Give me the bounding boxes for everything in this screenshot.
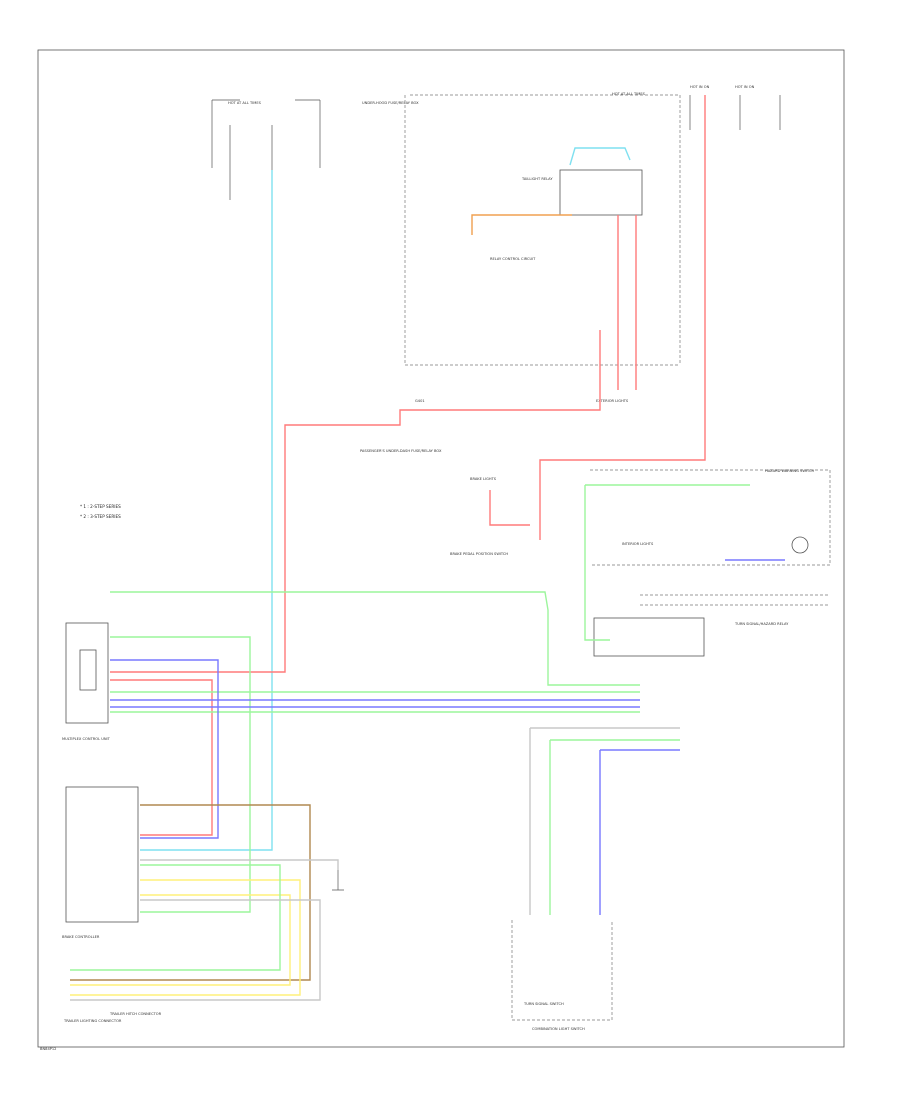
trailer-ctrl-label: TRAILER HITCH CONNECTOR bbox=[109, 1012, 162, 1016]
wire-yellow-21 bbox=[70, 894, 291, 986]
wire-green-10 bbox=[584, 484, 750, 641]
hazard-switch-outline bbox=[590, 469, 831, 566]
wire-blue-16 bbox=[599, 749, 680, 915]
fuse-box-left bbox=[211, 99, 321, 168]
wire-gray-22 bbox=[140, 859, 339, 870]
wire-green-9 bbox=[110, 636, 251, 913]
wire-cyan-1 bbox=[569, 147, 631, 166]
wire-group bbox=[70, 95, 785, 1001]
wire-cyan-0 bbox=[140, 170, 273, 851]
legend-item-2: * 2 : 3-STEP SERIES bbox=[80, 514, 121, 519]
taillight-relay-label: TAILLIGHT RELAY bbox=[521, 177, 553, 181]
wire-green-23 bbox=[70, 864, 281, 971]
turn-switch-label: TURN SIGNAL SWITCH bbox=[523, 1002, 564, 1006]
wire-gray-24 bbox=[70, 899, 321, 1001]
trailer-box-label: TRAILER LIGHTING CONNECTOR bbox=[63, 1019, 122, 1023]
figure-id: BN84P12 bbox=[40, 1047, 56, 1051]
ground-symbol bbox=[332, 870, 344, 891]
fuse-right-box bbox=[689, 95, 781, 130]
brake-controller-box bbox=[65, 786, 139, 923]
interior-lights-label: INTERIOR LIGHTS bbox=[622, 542, 654, 546]
wire-red-7 bbox=[110, 679, 213, 836]
multiplex-label: MULTIPLEX CONTROL UNIT bbox=[62, 737, 111, 741]
fuse-left-stubs bbox=[229, 125, 273, 200]
wire-blue-15 bbox=[110, 699, 640, 708]
wire-red-5 bbox=[539, 95, 706, 540]
wire-gray-18 bbox=[529, 727, 680, 915]
wire-red-6 bbox=[489, 490, 530, 526]
exterior-lights-label: EXTERIOR LIGHTS bbox=[596, 399, 629, 403]
hazard-switch-label: HAZARD WARNING SWITCH bbox=[765, 469, 815, 473]
passenger-box-label: PASSENGER'S UNDER-DASH FUSE/RELAY BOX bbox=[360, 449, 442, 453]
combination-switch-outline bbox=[511, 920, 613, 1021]
wire-brown-19 bbox=[70, 804, 311, 981]
brake-ctrl-label: BRAKE CONTROLLER bbox=[62, 935, 100, 939]
underhood-box-label: UNDER-HOOD FUSE/RELAY BOX bbox=[362, 101, 419, 105]
turn-relay-box bbox=[593, 617, 705, 657]
ground-label-upper: G401 bbox=[415, 399, 425, 403]
legend-item-1: * 1 : 2-STEP SERIES bbox=[80, 504, 121, 509]
wire-red-3 bbox=[617, 215, 637, 390]
fuse-mid-label: HOT AT ALL TIMES bbox=[612, 92, 646, 96]
wire-orange-2 bbox=[471, 214, 572, 235]
turn-relay-divider bbox=[640, 594, 830, 606]
fuse-left-label: HOT AT ALL TIMES bbox=[228, 101, 262, 105]
multiplex-inner bbox=[79, 649, 97, 691]
combination-switch-label: COMBINATION LIGHT SWITCH bbox=[532, 1027, 585, 1031]
underhood-box-outline bbox=[404, 94, 681, 366]
wire-yellow-20 bbox=[70, 879, 301, 996]
brake-lights-label: BRAKE LIGHTS bbox=[470, 477, 497, 481]
fuse-right1-label: HOT IN ON bbox=[690, 85, 710, 89]
diagram-frame bbox=[37, 49, 845, 1048]
wire-red-4 bbox=[110, 330, 601, 673]
brake-switch-label: BRAKE PEDAL POSITION SWITCH bbox=[450, 552, 508, 556]
wire-blue-14 bbox=[110, 659, 219, 839]
wire-green-13 bbox=[549, 739, 680, 915]
turn-relay-label: TURN SIGNAL/HAZARD RELAY bbox=[734, 622, 789, 626]
wire-green-8 bbox=[110, 591, 640, 686]
taillight-relay-box bbox=[559, 169, 643, 216]
fuse-right2-label: HOT IN ON bbox=[735, 85, 755, 89]
relay-control-label: RELAY CONTROL CIRCUIT bbox=[490, 257, 536, 261]
multiplex-connector bbox=[65, 622, 109, 724]
indicator-lamp bbox=[791, 536, 809, 554]
